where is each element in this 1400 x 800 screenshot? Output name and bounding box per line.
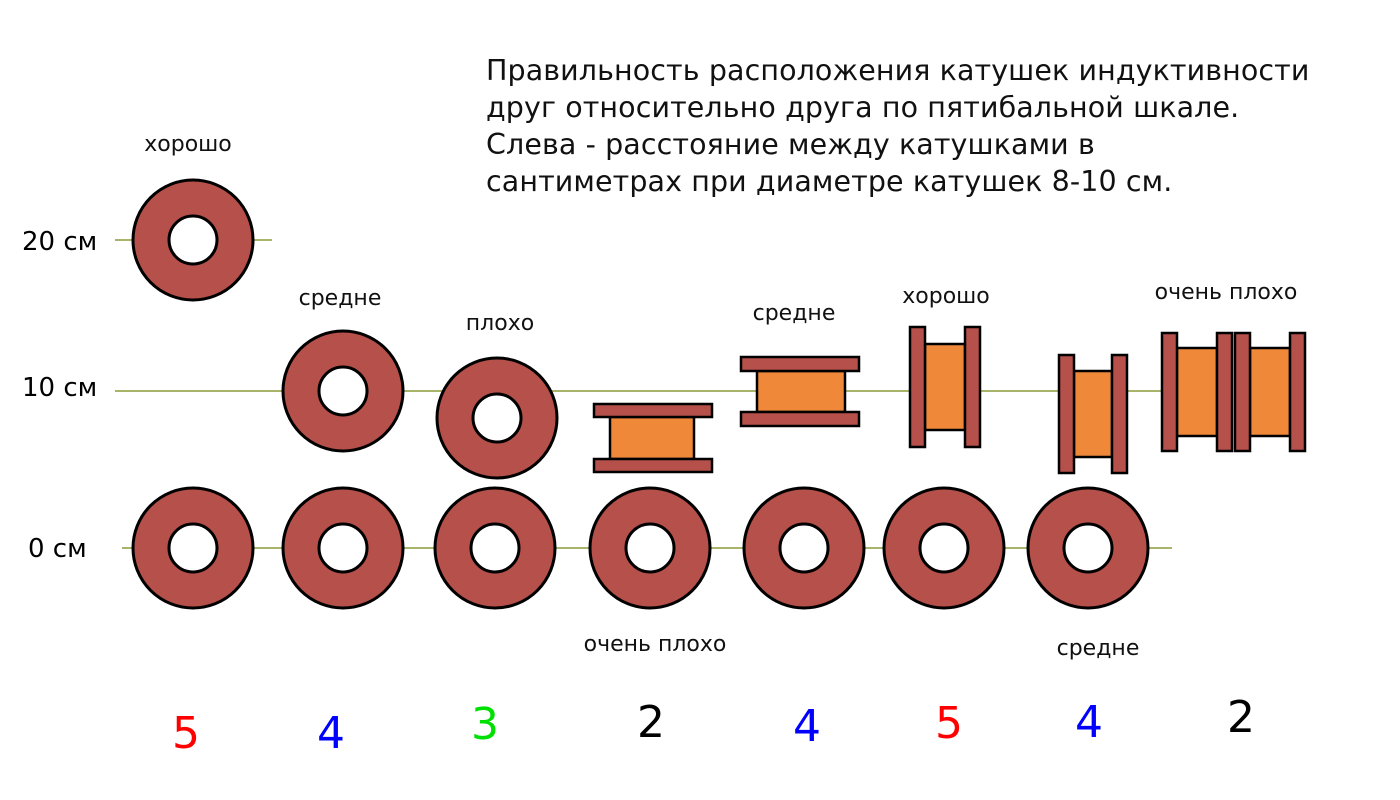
axis-label-10cm: 10 см xyxy=(22,373,97,403)
description-line-1: Правильность расположения катушек индукт… xyxy=(486,54,1310,87)
diagram-description: Правильность расположения катушек индукт… xyxy=(486,52,1366,200)
coil-ring-top-10cm-col2 xyxy=(281,329,405,453)
coil-spool-col6 xyxy=(908,325,982,449)
coil-ring-bottom-7 xyxy=(1026,486,1150,610)
description-line-3: Слева - расстояние между катушками в xyxy=(486,128,1095,161)
coil-spool-col8-right xyxy=(1233,331,1307,453)
coil-ring-bottom-6 xyxy=(882,486,1006,610)
score-col8: 2 xyxy=(1227,692,1255,743)
quality-label-col2: средне xyxy=(299,286,382,311)
coil-ring-bottom-1 xyxy=(131,486,255,610)
quality-label-col8: очень плохо xyxy=(1155,280,1298,305)
coil-ring-bottom-4 xyxy=(588,486,712,610)
axis-label-20cm: 20 см xyxy=(22,227,97,257)
coil-spool-col4 xyxy=(592,402,714,474)
quality-label-col4: очень плохо xyxy=(584,632,727,657)
coil-ring-bottom-5 xyxy=(742,486,866,610)
score-col1: 5 xyxy=(172,708,200,759)
quality-label-col3: плохо xyxy=(466,311,534,336)
description-line-2: друг относительно друга по пятибальной ш… xyxy=(486,91,1240,124)
quality-label-col6: хорошо xyxy=(902,284,990,309)
score-col3: 3 xyxy=(471,699,499,750)
coil-ring-bottom-2 xyxy=(281,486,405,610)
bottom-row-rings xyxy=(131,486,1150,610)
quality-label-col5: средне xyxy=(753,301,836,326)
coil-ring-top-10cm-col3 xyxy=(435,356,559,480)
description-line-4: сантиметрах при диаметре катушек 8-10 см… xyxy=(486,165,1173,198)
quality-label-col7: средне xyxy=(1057,636,1140,661)
coil-ring-bottom-3 xyxy=(433,486,557,610)
axis-label-0cm: 0 см xyxy=(28,534,87,564)
coil-spool-col7 xyxy=(1057,353,1129,475)
score-col7: 4 xyxy=(1075,697,1103,748)
score-col2: 4 xyxy=(317,708,345,759)
coil-ring-top-20cm xyxy=(131,178,255,302)
score-col4: 2 xyxy=(637,697,665,748)
score-col6: 5 xyxy=(935,698,963,749)
quality-label-col1: хорошо xyxy=(144,132,232,157)
score-col5: 4 xyxy=(793,701,821,752)
coil-spool-col8-left xyxy=(1160,331,1234,453)
coil-spool-col5 xyxy=(739,355,861,428)
